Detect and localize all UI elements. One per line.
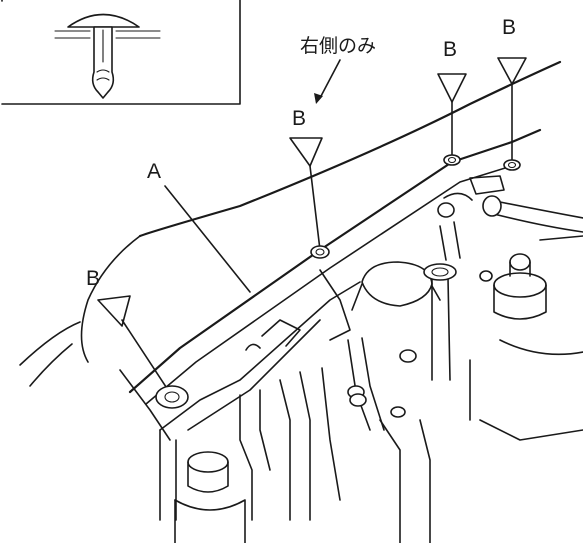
clip-hole-right [443,154,461,166]
clip-b-marker-right [437,73,467,156]
clip-b-marker-left [97,295,173,397]
clip-b-label-center: B [292,107,306,130]
reservoir-cap-left [174,451,246,543]
cowl-bracket [245,269,351,351]
part-a-label: A [147,160,161,183]
lower-pipes [239,270,493,543]
hood-edge [138,60,562,238]
clip-b-marker-far-right [497,57,527,161]
clip-b-label-left: B [86,267,100,290]
hose-vertical-center [347,221,461,431]
clip-hole-left [155,385,189,409]
cowl-seal-strip [119,128,542,521]
right-side-only-label: 右側のみ [300,35,376,57]
clip-b-marker-center [289,137,323,251]
hood-left-curve [80,235,141,363]
reservoir-cap-right [493,253,547,320]
right-side-only-arrowhead [314,93,323,104]
inset-frame [1,0,241,105]
right-side-only-leader [319,59,341,99]
clip-hole-center [310,245,330,259]
part-a-leader [164,185,251,293]
hose-right [437,192,583,233]
hood-left-lip [29,343,73,387]
clip-hole-far-right [503,159,521,171]
clip-detail-inset [1,0,241,105]
clip-b-label-far-right: B [502,16,516,39]
hose-pipe-upright [423,263,457,381]
clip-b-label-right: B [443,38,457,61]
bracket-right [469,175,583,441]
clip-head-icon [67,13,140,28]
